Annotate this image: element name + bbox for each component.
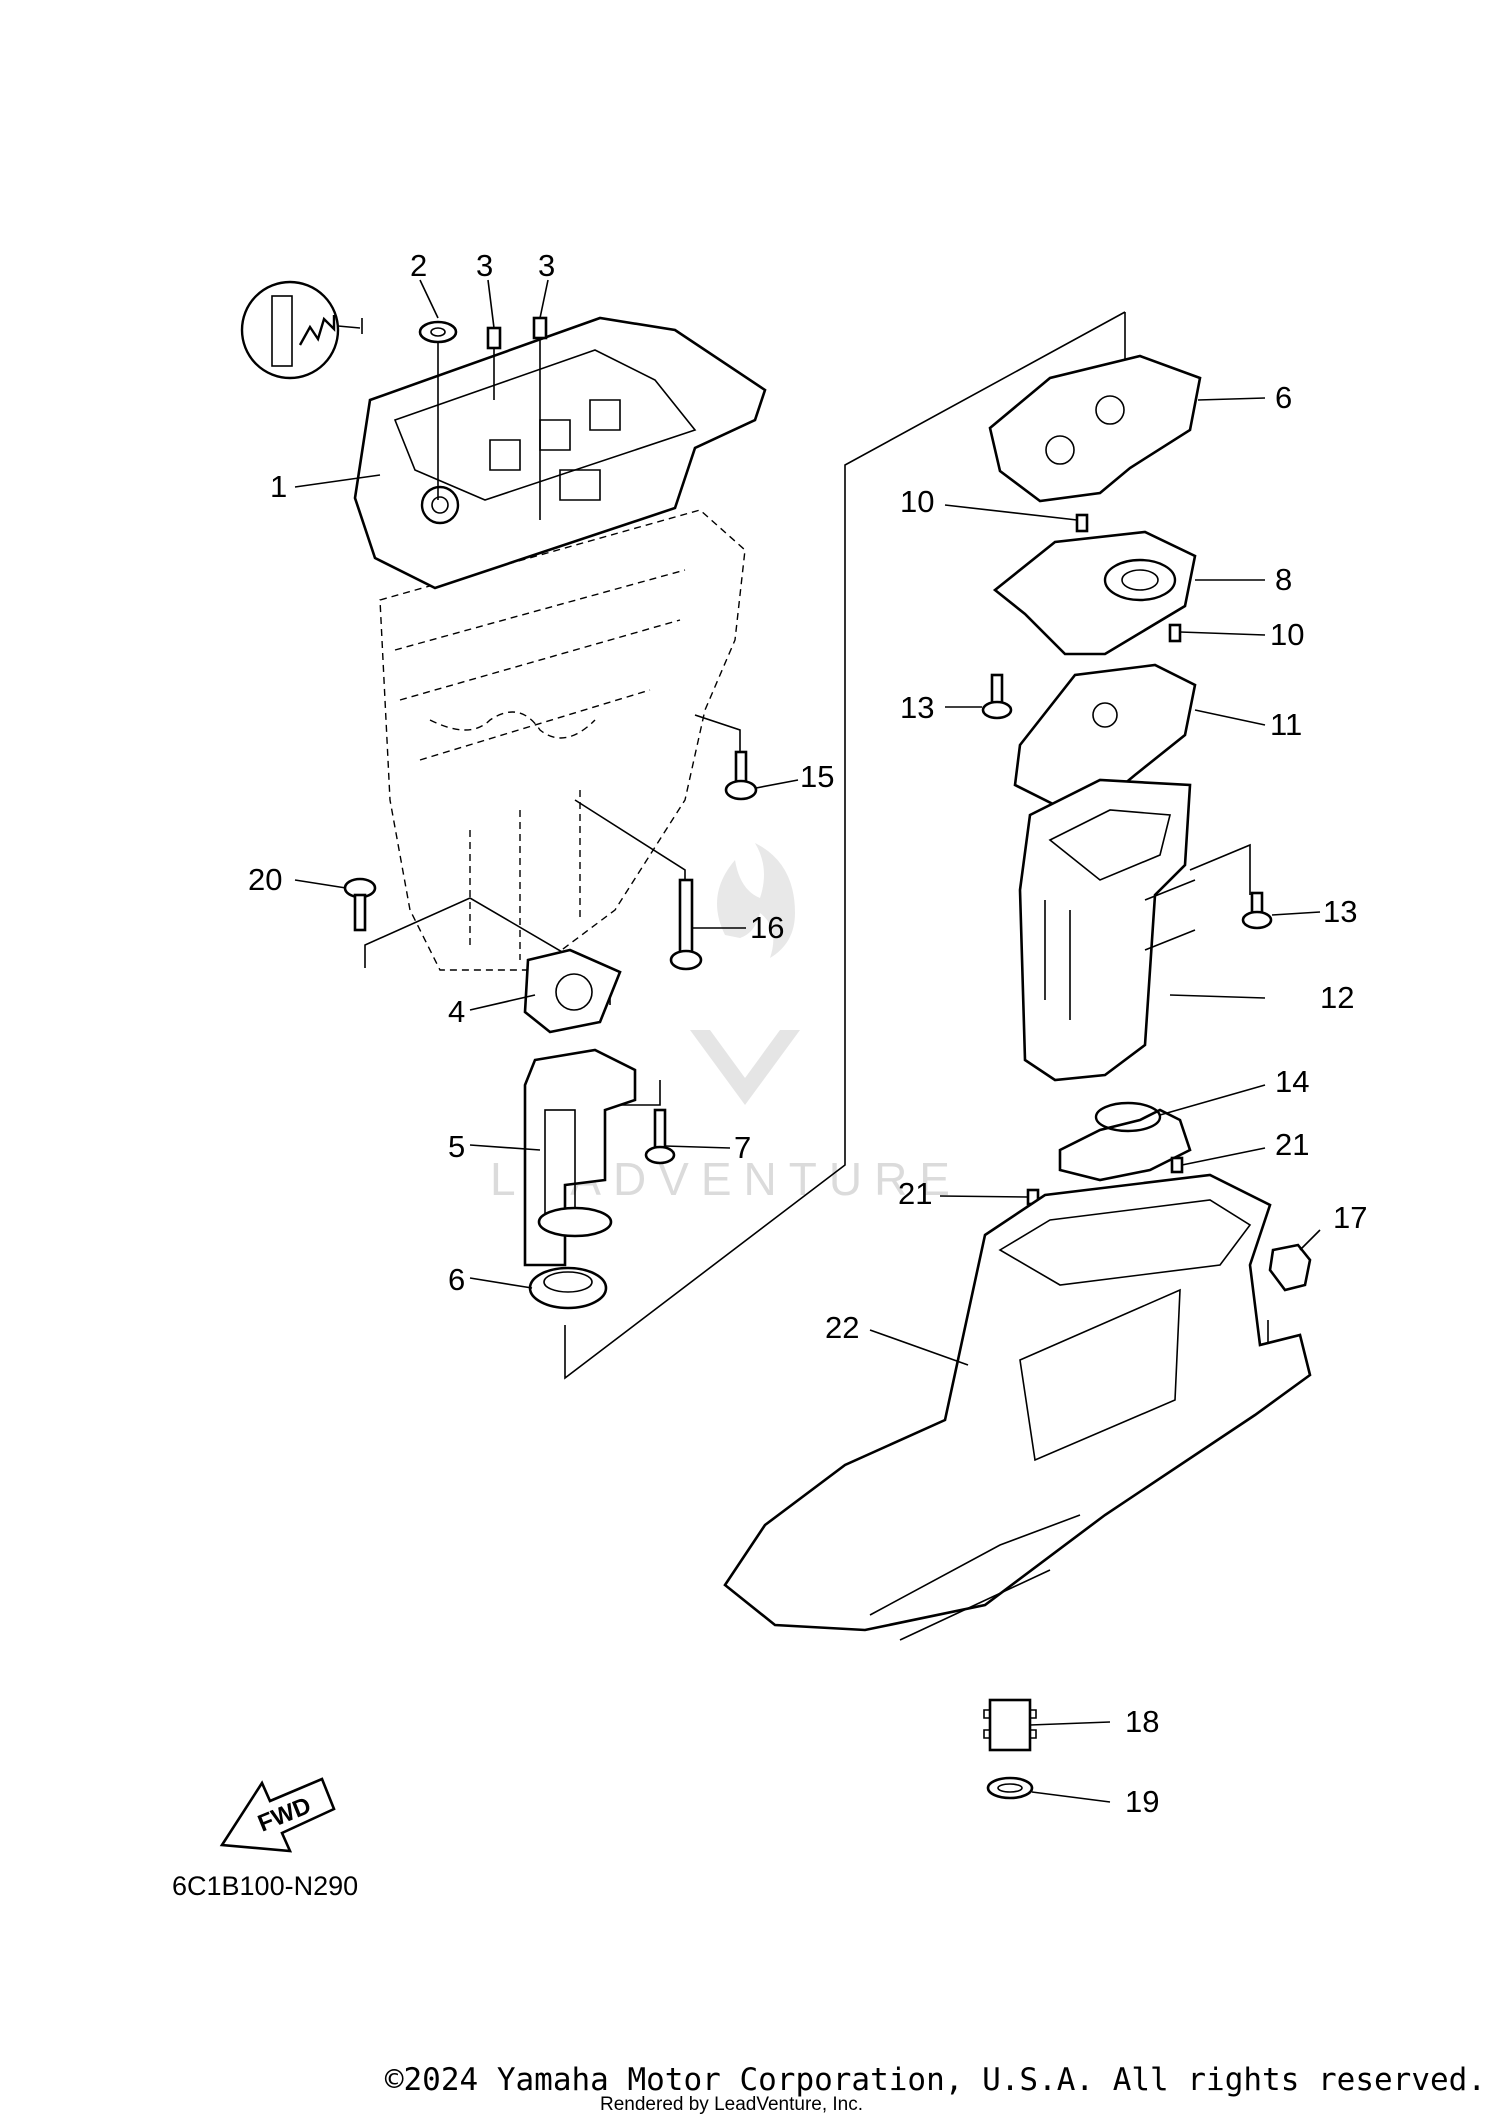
leader-lines	[294, 279, 1321, 1803]
part-9-plate	[992, 530, 1197, 656]
callout-labels: 2 3 3 1 6 10 8 10 13 11 15 20 13 16 12 4…	[172, 248, 1367, 1901]
part-5-exhaust-guide	[523, 1048, 637, 1267]
callout-2: 2	[410, 248, 427, 283]
part-18-gear	[983, 1698, 1037, 1752]
callout-6: 6	[448, 1262, 465, 1297]
part-7-bolt	[644, 1108, 676, 1165]
part-22-upper-case-housing	[723, 1173, 1312, 1641]
callout-13a: 13	[900, 690, 934, 725]
callout-20: 20	[248, 862, 282, 897]
part-3-dowel-pins	[486, 316, 548, 520]
part-16-bolt	[669, 878, 703, 971]
callout-10b: 10	[1270, 617, 1304, 652]
drawing-code: 6C1B100-N290	[172, 1871, 358, 1901]
callout-5: 5	[448, 1129, 465, 1164]
part-1-upper-casing-cover	[353, 316, 767, 590]
part-15-bolt	[724, 750, 758, 801]
engine-block-ghost	[379, 509, 746, 971]
callout-3a: 3	[476, 248, 493, 283]
callout-22: 22	[825, 1310, 859, 1345]
part-13-bolt-right	[1241, 891, 1273, 930]
part-17-grommet	[1268, 1243, 1312, 1292]
callout-8: 6	[1275, 380, 1292, 415]
callout-1: 1	[270, 469, 287, 504]
callout-11: 11	[1270, 707, 1302, 742]
part-10-dowel-pins	[1075, 513, 1182, 643]
forward-arrow-icon: FWD	[219, 1777, 336, 1853]
callout-21a: 21	[1275, 1127, 1309, 1162]
callout-12: 12	[1320, 980, 1354, 1015]
callout-17: 17	[1333, 1200, 1367, 1235]
callout-10a: 10	[900, 484, 934, 519]
part-14-seal	[1058, 1101, 1192, 1182]
callout-9: 8	[1275, 562, 1292, 597]
copyright-notice: ©2024 Yamaha Motor Corporation, U.S.A. A…	[384, 2062, 1486, 2098]
callout-13b: 13	[1323, 894, 1357, 929]
callout-4: 4	[448, 994, 465, 1029]
lubricant-symbol-icon	[240, 280, 363, 380]
callout-19: 19	[1125, 1784, 1159, 1819]
callout-3b: 3	[538, 248, 555, 283]
part-11-gasket	[1013, 663, 1197, 807]
callout-7: 7	[734, 1130, 751, 1165]
rendered-by-notice: Rendered by LeadVenture, Inc.	[600, 2094, 864, 2115]
part-4-gasket	[523, 948, 622, 1034]
callout-18: 18	[1125, 1704, 1159, 1739]
part-6-rubber-seal	[528, 1266, 608, 1310]
part-2-oil-seal	[418, 320, 458, 500]
callout-15: 15	[800, 759, 834, 794]
part-19-circlip	[986, 1776, 1034, 1800]
part-12-upper-casing	[1018, 778, 1196, 1082]
part-20-bolt	[343, 877, 377, 932]
part-13-bolt-left	[981, 673, 1013, 720]
part-8-gasket	[988, 354, 1202, 503]
callout-14: 14	[1275, 1064, 1309, 1099]
callout-16: 16	[750, 910, 784, 945]
callout-21b: 21	[898, 1176, 932, 1211]
